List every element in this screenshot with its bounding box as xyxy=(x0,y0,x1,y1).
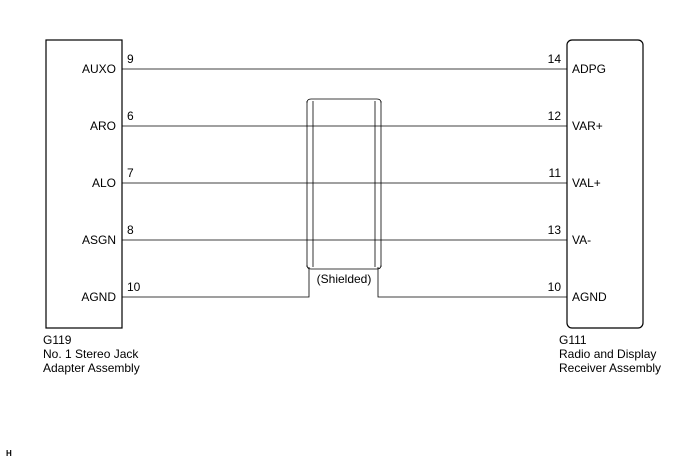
right-connector-name-2: Receiver Assembly xyxy=(559,361,662,375)
left-connector-name-2: Adapter Assembly xyxy=(43,361,140,375)
left-pin: 6 xyxy=(127,109,134,123)
left-connector-name-1: No. 1 Stereo Jack xyxy=(43,347,139,361)
right-connector-code: G111 xyxy=(559,333,587,347)
ground-wire-right xyxy=(377,267,567,298)
left-pin: 8 xyxy=(127,223,134,237)
left-signal: ASGN xyxy=(82,233,116,247)
shield-label: (Shielded) xyxy=(317,272,372,286)
corner-mark: H xyxy=(6,449,12,458)
right-pin: 12 xyxy=(548,109,562,123)
right-pin: 13 xyxy=(548,223,562,237)
left-signal: AUXO xyxy=(82,62,116,76)
right-signal: VAL+ xyxy=(572,176,601,190)
left-connector-caption: G119 No. 1 Stereo Jack Adapter Assembly xyxy=(43,333,140,375)
left-signal: AGND xyxy=(81,290,116,304)
right-signal: VAR+ xyxy=(572,119,603,133)
right-connector-name-1: Radio and Display xyxy=(559,347,657,361)
left-connector-code: G119 xyxy=(43,333,72,347)
right-pin: 11 xyxy=(549,166,562,180)
right-connector-caption: G111 Radio and Display Receiver Assembly xyxy=(559,333,661,375)
left-signal: ALO xyxy=(92,176,116,190)
right-signal: ADPG xyxy=(572,62,606,76)
left-signal: ARO xyxy=(90,119,116,133)
right-connector-box xyxy=(566,39,644,329)
left-pin: 9 xyxy=(127,52,134,66)
ground-wire-left xyxy=(122,267,310,298)
shield xyxy=(306,98,382,270)
left-pin: 10 xyxy=(127,280,141,294)
left-connector-box xyxy=(45,39,123,329)
right-pin: 14 xyxy=(548,52,562,66)
right-pin: 10 xyxy=(548,280,562,294)
right-signal: VA- xyxy=(572,233,591,247)
left-pin: 7 xyxy=(127,166,134,180)
right-signal: AGND xyxy=(572,290,607,304)
